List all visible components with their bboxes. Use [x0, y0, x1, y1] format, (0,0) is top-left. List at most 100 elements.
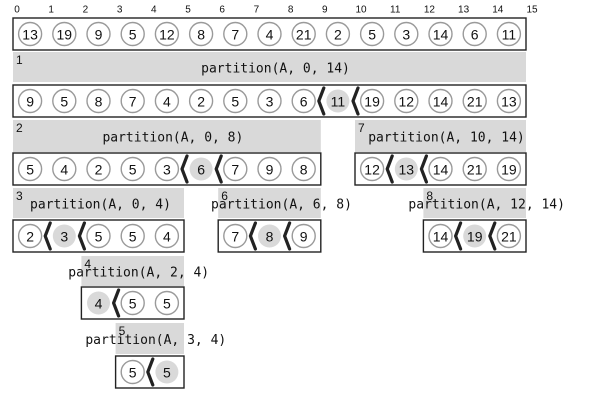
step-number: 3 — [16, 189, 23, 203]
pivot-circle — [87, 291, 110, 315]
element-value: 3 — [402, 27, 410, 43]
element-circle — [462, 88, 487, 114]
element-circle — [86, 21, 111, 47]
index-label: 3 — [117, 5, 123, 16]
element-value: 6 — [471, 27, 479, 43]
partition-divider — [146, 357, 155, 387]
index-label: 13 — [458, 5, 470, 16]
element-value: 12 — [159, 27, 175, 43]
index-label: 4 — [151, 5, 157, 16]
element-value: 5 — [129, 365, 137, 381]
element-circle — [325, 21, 351, 47]
element-value: 5 — [163, 296, 171, 312]
step-number: 5 — [119, 324, 126, 338]
partition-call-label: partition(A, 6, 8) — [211, 198, 352, 213]
element-value: 19 — [364, 94, 380, 110]
index-label: 14 — [492, 5, 504, 16]
element-circle — [17, 156, 43, 182]
element-circle — [120, 21, 145, 47]
partition-divider — [351, 86, 360, 116]
step-band — [115, 323, 184, 354]
element-circle — [428, 156, 453, 182]
element-value: 3 — [163, 162, 171, 178]
result-row-6: 7 8 9 — [217, 219, 322, 253]
element-value: 13 — [501, 94, 517, 110]
element-value: 2 — [26, 229, 34, 245]
element-value: 19 — [501, 162, 517, 178]
step-number: 4 — [84, 257, 91, 271]
partition-divider — [419, 154, 428, 184]
index-label: 1 — [48, 5, 54, 16]
partition-call-label: partition(A, 2, 4) — [68, 266, 209, 281]
element-value: 2 — [197, 94, 205, 110]
pivot-circle — [258, 224, 281, 248]
element-circle — [154, 156, 180, 182]
element-circle — [462, 21, 487, 47]
partition-divider — [488, 221, 497, 251]
partition-call-label: partition(A, 3, 4) — [85, 333, 226, 348]
element-circle — [154, 290, 180, 316]
step-band — [218, 188, 321, 218]
index-label: 5 — [185, 5, 191, 16]
partition-divider — [385, 154, 394, 184]
element-circle — [223, 88, 248, 114]
element-value: 4 — [163, 94, 171, 110]
step-number: 8 — [426, 189, 433, 203]
element-value: 5 — [95, 229, 103, 245]
partition-divider — [317, 86, 326, 116]
element-value: 8 — [197, 27, 205, 43]
element-value: 5 — [60, 94, 68, 110]
step-band — [81, 256, 184, 286]
pivot-circle — [463, 224, 487, 248]
partition-divider — [180, 154, 189, 184]
element-value: 9 — [26, 94, 34, 110]
pivot-circle — [326, 89, 350, 113]
index-label: 9 — [322, 5, 328, 16]
pivot-value: 6 — [197, 162, 205, 178]
element-value: 7 — [231, 27, 239, 43]
step-number: 2 — [16, 121, 23, 135]
element-circle — [86, 223, 111, 249]
element-value: 8 — [300, 162, 308, 178]
element-value: 11 — [502, 27, 517, 43]
element-circle — [291, 21, 316, 47]
element-circle — [257, 156, 282, 182]
element-circle — [154, 21, 180, 47]
element-value: 3 — [266, 94, 274, 110]
element-circle — [496, 156, 522, 182]
partition-call-label: partition(A, 12, 14) — [408, 198, 565, 213]
element-value: 4 — [266, 27, 274, 43]
element-circle — [291, 88, 316, 114]
index-label: 15 — [526, 5, 538, 16]
step-band — [13, 188, 184, 218]
element-value: 5 — [129, 162, 137, 178]
element-value: 14 — [433, 27, 449, 43]
element-circle — [154, 223, 180, 249]
element-value: 21 — [467, 94, 483, 110]
element-value: 9 — [300, 229, 308, 245]
element-value: 5 — [129, 27, 137, 43]
element-circle — [120, 88, 145, 114]
step-band — [355, 120, 526, 152]
partition-divider — [283, 221, 292, 251]
element-circle — [86, 156, 111, 182]
element-circle — [394, 88, 419, 114]
pivot-value: 5 — [163, 365, 171, 381]
element-circle — [120, 359, 145, 385]
index-label: 0 — [14, 5, 20, 16]
pivot-value: 8 — [266, 229, 274, 245]
element-value: 12 — [399, 94, 415, 110]
element-value: 7 — [231, 229, 239, 245]
element-circle — [17, 88, 43, 114]
element-value: 21 — [501, 229, 517, 245]
index-label: 6 — [219, 5, 225, 16]
element-value: 6 — [300, 94, 308, 110]
element-circle — [394, 21, 419, 47]
